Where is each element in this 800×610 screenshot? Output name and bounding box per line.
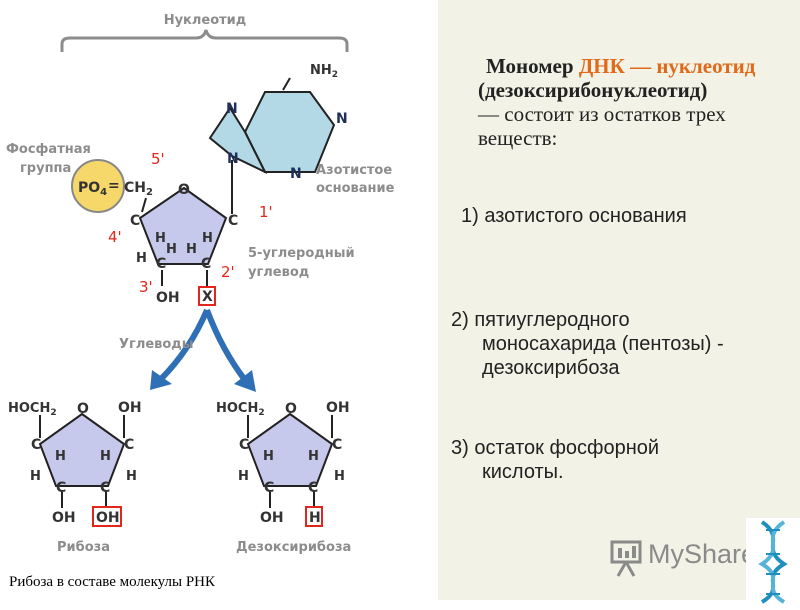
title-part1: Мономер [486, 54, 579, 78]
deoxy-c3: C [264, 480, 274, 496]
ribose-label: Рибоза [57, 540, 110, 555]
carbon5-label-2: углевод [248, 265, 309, 280]
phosphate-label-1: Фосфатная [6, 142, 91, 157]
ribose-h-left: H [30, 469, 41, 484]
item2-line2: моносахарида (пентозы) - [482, 333, 724, 355]
phosphate-label-2: группа [20, 161, 71, 176]
deoxy-c1: C [332, 437, 342, 453]
deoxy-h-left: H [238, 469, 249, 484]
c4-atom: C [130, 213, 140, 229]
deoxy-h-in-1: H [263, 449, 274, 464]
phosphate-circle [71, 159, 125, 213]
c3-atom: C [156, 256, 166, 272]
ribose-c1: C [124, 437, 134, 453]
nucleotide-brace [60, 29, 349, 52]
base-n9: N [227, 151, 239, 167]
deoxyribose-ring [246, 412, 334, 508]
deoxy-oh-top: OH [326, 400, 350, 416]
phosphate-bond: = [108, 178, 120, 194]
slide-title: Мономер ДНК — нуклеотид(дезоксирибонукле… [478, 54, 778, 150]
dna-helix-icon [758, 520, 788, 604]
ribose-c3: C [56, 480, 66, 496]
item2-line1: 2) пятиуглеродного [451, 309, 630, 331]
pentose-o: O [178, 182, 190, 198]
ribose-h-in-2: H [100, 449, 111, 464]
deoxy-h-in-2: H [308, 449, 319, 464]
pos-1: 1' [259, 203, 273, 221]
deoxyribose-label: Дезоксирибоза [236, 540, 351, 555]
branch-arrows [150, 308, 256, 392]
nitrogen-base-label-1: Азотистое [316, 163, 392, 178]
c2-atom: C [201, 256, 211, 272]
oh-c3: OH [156, 290, 180, 306]
title-accent: ДНК — нуклеотид [578, 54, 756, 78]
x-box [198, 286, 216, 306]
ribose-hoch2: HOCH2 [8, 401, 57, 418]
c1-atom: C [228, 213, 238, 229]
deoxy-c4: C [239, 437, 249, 453]
title-part3: — состоит из остатков трех веществ: [478, 102, 726, 150]
carbon5-label-1: 5-углеродный [248, 246, 355, 261]
deoxy-h-right: H [334, 469, 345, 484]
nucleotide-diagram: Нуклеотид NH2 N N N N Азотистое основани… [6, 13, 395, 555]
deoxy-h-c2: H [309, 510, 321, 526]
pos-4: 4' [108, 228, 122, 246]
pentose-ring [138, 186, 228, 265]
presentation-board-icon [610, 540, 642, 577]
item2-line3: дезоксирибоза [482, 357, 620, 379]
item3-line1: 3) остаток фосфорной [451, 437, 660, 459]
base-n1: N [336, 111, 348, 127]
x-group: X [202, 289, 213, 305]
deoxy-h-box [305, 506, 323, 527]
ribose-h-in-1: H [55, 449, 66, 464]
ribose-c2: C [100, 480, 110, 496]
phosphate-formula: PO4 [78, 180, 107, 198]
nitrogen-base-label-2: основание [316, 181, 395, 196]
h-c3-out: H [136, 251, 147, 266]
ch2-group: CH2 [124, 180, 153, 198]
diagram-panel: Нуклеотид NH2 N N N N Азотистое основани… [6, 13, 395, 590]
ribose-oh-c3: OH [52, 510, 76, 526]
h-c1: H [202, 231, 213, 246]
base-n3: N [290, 166, 302, 182]
item3-line2: кислоты. [482, 461, 564, 483]
nh2-group: NH2 [310, 63, 338, 80]
ribose-oh-top: OH [118, 400, 142, 416]
base-n7: N [226, 101, 238, 117]
item-1: 1) азотистого основания [461, 205, 687, 227]
h-c2: H [186, 242, 197, 257]
watermark: MyShared [604, 518, 800, 605]
nitrogen-base [208, 77, 336, 214]
pos-5: 5' [151, 150, 165, 168]
carbs-label: Углеводы [119, 337, 194, 352]
pos-3: 3' [139, 278, 153, 296]
ribose-c4: C [31, 437, 41, 453]
ribose-h-right: H [126, 469, 137, 484]
dna-box [746, 518, 800, 605]
deoxy-oh-c3: OH [260, 510, 284, 526]
text-panel [438, 0, 800, 600]
pos-2: 2' [221, 263, 235, 281]
nucleotide-label: Нуклеотид [164, 13, 247, 28]
deoxy-c2: C [308, 480, 318, 496]
deoxy-hoch2: HOCH2 [216, 401, 265, 418]
ribose-oh-c2: OH [96, 510, 120, 526]
h-c4: H [155, 231, 166, 246]
title-part2: (дезоксирибонуклеотид) [478, 78, 708, 102]
h-c3: H [166, 242, 177, 257]
ribose-ring [38, 412, 126, 508]
ribose-o: O [77, 401, 89, 417]
caption: Рибоза в составе молекулы РНК [9, 574, 216, 590]
deoxy-o: O [285, 401, 297, 417]
ribose-oh-box [92, 506, 122, 527]
